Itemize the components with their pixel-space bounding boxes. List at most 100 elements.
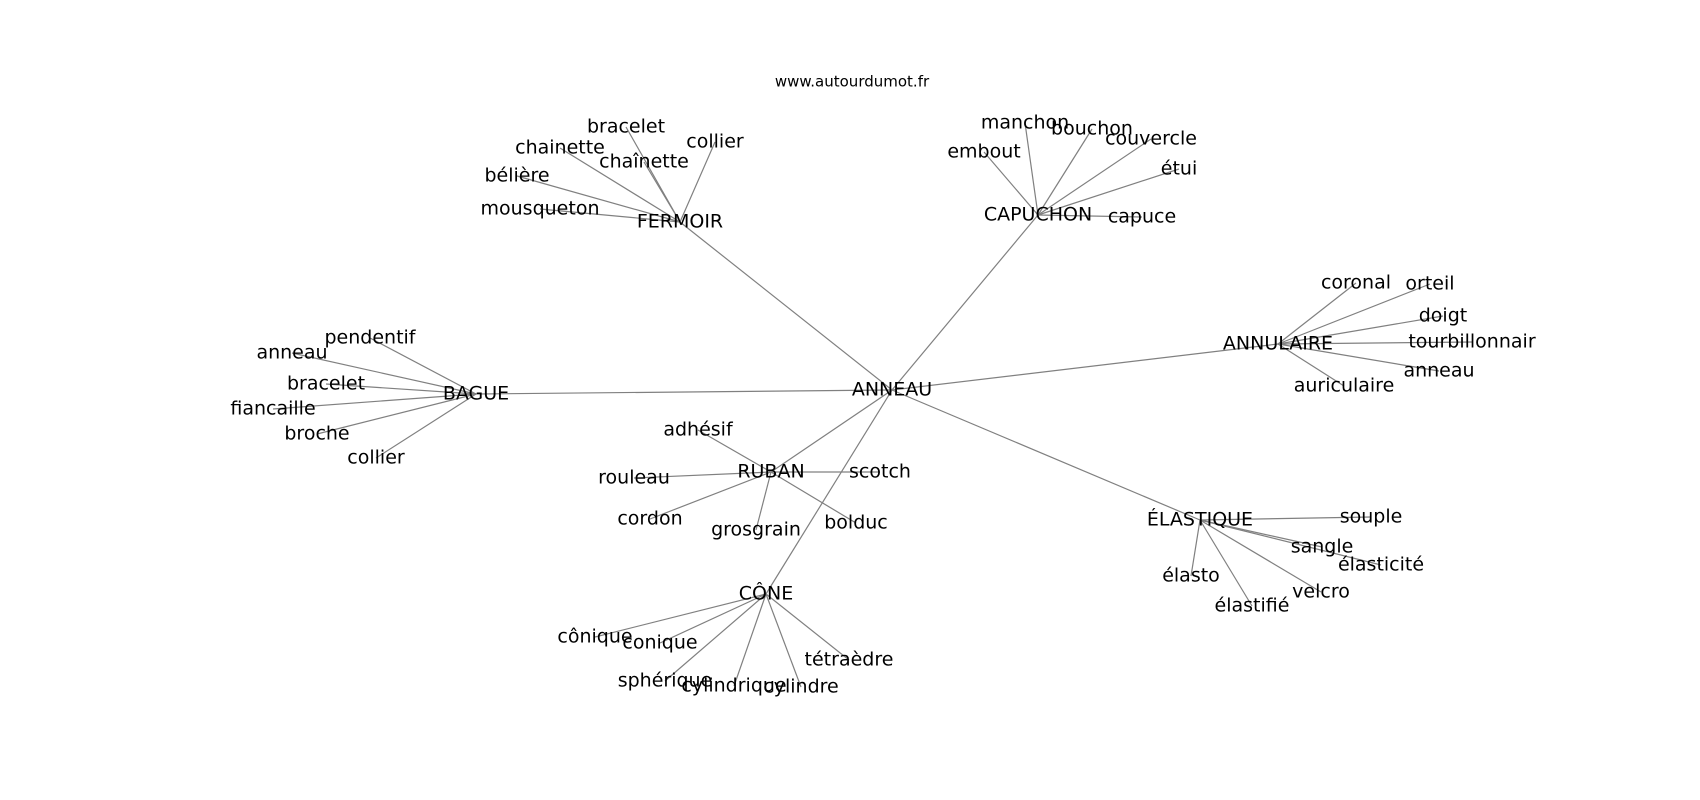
edge-bague-b_anneau (291, 352, 477, 395)
node-a-doigt: doigt (1419, 305, 1467, 327)
edge-anneau_center-fermoir (679, 221, 893, 391)
node-k-cylindre: cylindre (763, 676, 838, 698)
node-fermoir: FERMOIR (637, 211, 723, 233)
edge-capuchon-c_etui (1037, 168, 1180, 216)
node-r-scotch: scotch (849, 461, 911, 483)
node-a-orteil: orteil (1405, 273, 1454, 295)
node-f-mousqueton: mousqueton (481, 198, 600, 220)
edge-capuchon-c_manchon (1024, 122, 1039, 216)
node-r-bolduc: bolduc (824, 512, 888, 534)
edge-cone-k_tetraedre (765, 593, 850, 661)
node-cone: CÔNE (739, 581, 793, 605)
node-f-collier: collier (686, 131, 744, 153)
node-e-velcro: velcro (1292, 581, 1350, 603)
edge-fermoir-f_chainette1 (559, 147, 681, 223)
edge-cone-k_cylindre (765, 593, 802, 688)
edge-cone-k_spherique (664, 593, 767, 682)
edge-elastique-e_elasticite (1199, 519, 1382, 566)
node-ruban: RUBAN (737, 461, 804, 483)
labels-layer: ANNEAU FERMOIR CAPUCHON ANNULAIRE BAGUE RUBAN… (230, 112, 1535, 698)
edge-annulaire-a_orteil (1277, 283, 1431, 345)
node-e-elastifie: élastifié (1215, 595, 1290, 617)
node-k-spherique: sphérique (618, 670, 713, 692)
node-a-tourbillonnair: tourbillonnair (1408, 331, 1535, 353)
node-k-tetraedre: tétraèdre (805, 649, 894, 671)
node-r-grosgrain: grosgrain (711, 519, 801, 541)
edge-bague-b_pendentif (369, 337, 477, 395)
edge-bague-b_broche (316, 393, 477, 435)
edge-annulaire-a_doigt (1277, 315, 1444, 345)
node-a-anneau: anneau (1403, 360, 1474, 382)
node-f-chainette2: chaînette (599, 151, 689, 173)
edge-fermoir-f_chainette2 (643, 161, 681, 223)
node-r-rouleau: rouleau (598, 467, 670, 489)
edge-anneau_center-annulaire (891, 343, 1279, 391)
edges-layer (272, 122, 1473, 688)
edge-elastique-e_elasto (1190, 519, 1201, 577)
edge-elastique-e_velcro (1199, 519, 1322, 593)
edge-elastique-e_elastifie (1199, 519, 1253, 607)
edge-anneau_center-bague (475, 389, 893, 395)
edge-cone-k_conique1 (594, 593, 767, 638)
edge-anneau_center-ruban (770, 389, 893, 473)
node-elastique: ÉLASTIQUE (1147, 508, 1253, 531)
edge-ruban-r_bolduc (770, 471, 857, 524)
edge-fermoir-f_beliere (516, 175, 681, 223)
edge-cone-k_conique2 (659, 593, 767, 644)
edge-capuchon-c_capuce (1037, 214, 1143, 218)
edge-capuchon-c_bouchon (1037, 128, 1093, 216)
edge-ruban-r_rouleau (633, 471, 772, 479)
node-b-anneau: anneau (256, 342, 327, 364)
node-a-coronal: coronal (1321, 272, 1391, 294)
edge-capuchon-c_embout (983, 151, 1039, 216)
node-c-bouchon: bouchon (1051, 118, 1133, 140)
node-r-cordon: cordon (617, 508, 682, 530)
edge-anneau_center-elastique (891, 389, 1201, 521)
edge-elastique-e_souple (1199, 516, 1372, 521)
node-b-pendentif: pendentif (324, 327, 416, 349)
edge-ruban-r_cordon (649, 471, 772, 520)
edge-fermoir-f_collier (679, 141, 716, 223)
edge-annulaire-a_coronal (1277, 282, 1357, 345)
node-k-conique2: conique (622, 632, 697, 654)
node-b-collier: collier (347, 447, 405, 469)
node-c-embout: embout (947, 141, 1020, 163)
edge-ruban-r_grosgrain (755, 471, 772, 531)
node-r-adhesif: adhésif (663, 419, 734, 441)
node-b-bracelet: bracelet (287, 373, 365, 395)
source-url: www.autourdumot.fr (775, 73, 930, 91)
edge-cone-k_cylindrique (733, 593, 767, 687)
node-e-souple: souple (1340, 506, 1403, 528)
node-e-elasticite: élasticité (1338, 554, 1424, 576)
edge-ruban-r_adhesif (697, 429, 772, 473)
node-anneau-center: ANNEAU (852, 379, 932, 401)
node-c-capuce: capuce (1108, 206, 1176, 228)
node-k-conique1: cônique (557, 626, 632, 648)
node-e-sangle: sangle (1291, 536, 1354, 558)
node-f-beliere: bélière (484, 165, 549, 187)
node-capuchon: CAPUCHON (984, 204, 1092, 226)
edge-anneau_center-capuchon (891, 214, 1039, 391)
node-c-manchon: manchon (981, 112, 1069, 134)
edge-annulaire-a_anneau (1277, 343, 1440, 372)
node-f-bracelet: bracelet (587, 116, 665, 138)
edge-bague-b_fiancaille (272, 393, 477, 410)
edge-annulaire-a_tourbillonnair (1277, 341, 1473, 345)
node-b-fiancaille: fiancaille (230, 398, 315, 420)
node-annulaire: ANNULAIRE (1223, 333, 1333, 355)
node-e-elasto: élasto (1162, 565, 1220, 587)
edge-bague-b_bracelet (325, 383, 477, 395)
node-c-etui: étui (1161, 158, 1197, 180)
node-bague: BAGUE (443, 383, 509, 405)
edge-bague-b_collier (375, 393, 477, 459)
edge-annulaire-a_auriculaire (1277, 343, 1345, 387)
edge-anneau_center-cone (765, 389, 893, 595)
node-a-auriculaire: auriculaire (1294, 375, 1395, 397)
edge-fermoir-f_mousqueton (539, 208, 681, 223)
node-f-chainette1: chainette (515, 137, 605, 159)
node-c-couvercle: couvercle (1105, 128, 1197, 150)
edge-capuchon-c_couvercle (1037, 138, 1152, 216)
node-b-broche: broche (284, 423, 349, 445)
node-k-cylindrique: cylindrique (681, 675, 786, 697)
